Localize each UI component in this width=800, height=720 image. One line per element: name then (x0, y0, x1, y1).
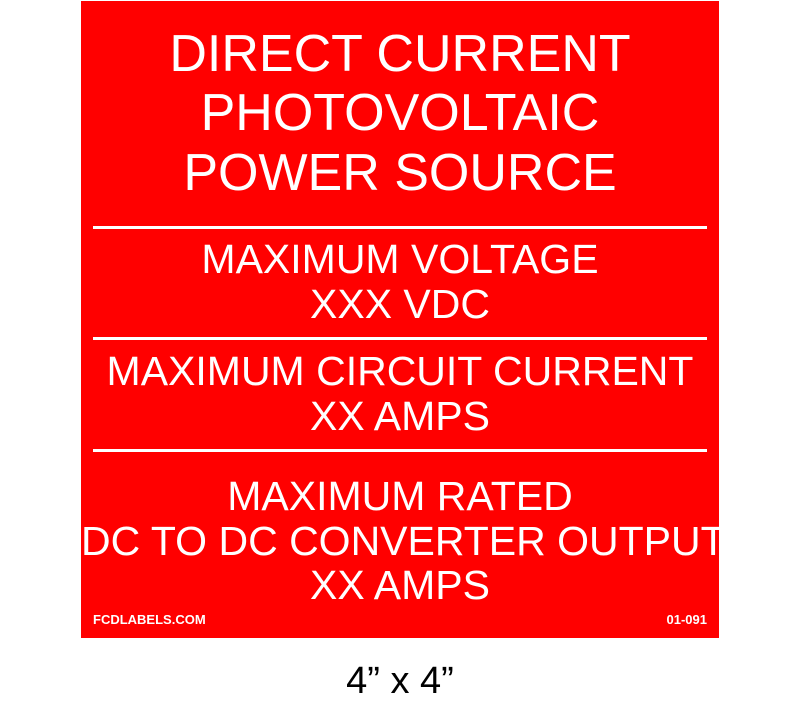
divider-1 (93, 226, 707, 229)
website-text: FCDLABELS.COM (93, 612, 206, 627)
size-label: 4” x 4” (346, 660, 454, 702)
part-number: 01-091 (666, 612, 707, 627)
max-voltage-value: XXX VDC (310, 281, 490, 327)
title-line-1: DIRECT CURRENT (169, 25, 631, 83)
converter-output-value: XX AMPS (309, 562, 490, 608)
warning-label: DIRECT CURRENT PHOTOVOLTAIC POWER SOURCE… (81, 1, 726, 638)
converter-output-heading: DC TO DC CONVERTER OUTPUT (81, 518, 726, 564)
max-circuit-current-heading: MAXIMUM CIRCUIT CURRENT (106, 348, 694, 394)
max-rated-heading: MAXIMUM RATED (227, 473, 573, 519)
divider-3 (93, 449, 707, 452)
max-circuit-current-value: XX AMPS (309, 393, 490, 439)
title-line-2: PHOTOVOLTAIC (200, 84, 600, 142)
divider-2 (93, 337, 707, 340)
title-line-3: POWER SOURCE (183, 144, 617, 202)
max-voltage-heading: MAXIMUM VOLTAGE (201, 236, 599, 282)
